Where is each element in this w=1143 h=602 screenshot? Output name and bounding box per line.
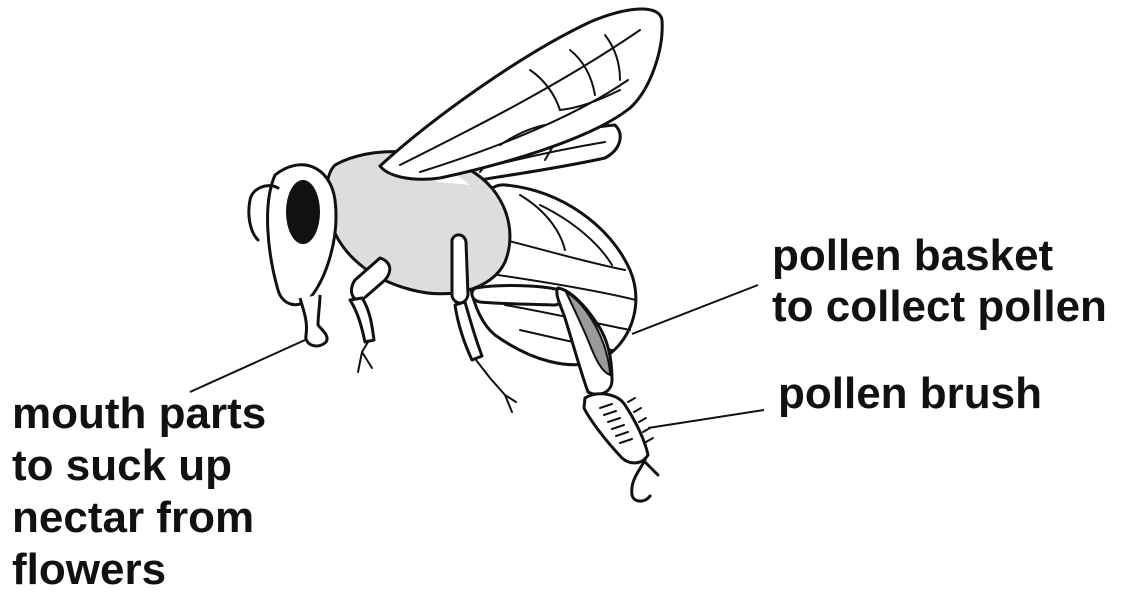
mouth-parts-label: mouth parts to suck up nectar from flowe…: [12, 388, 266, 596]
pollen-brush-label-line-1: pollen brush: [778, 368, 1042, 419]
front-leg: [350, 258, 390, 372]
mouth-parts-label-line-2: to suck up: [12, 440, 266, 492]
mouth-parts-label-line-1: mouth parts: [12, 388, 266, 440]
mouth-parts: [300, 295, 327, 346]
fore-wing: [380, 9, 662, 179]
pollen-brush-leader: [648, 410, 764, 428]
pollen-brush-label: pollen brush: [778, 368, 1042, 419]
compound-eye: [286, 180, 320, 244]
pollen-basket-leader: [632, 285, 758, 334]
head: [268, 165, 336, 305]
mouth-parts-leader: [190, 340, 305, 392]
mouth-parts-label-line-4: flowers: [12, 544, 266, 596]
pollen-basket-label: pollen basket to collect pollen: [772, 230, 1107, 332]
pollen-basket-label-line-1: pollen basket: [772, 230, 1107, 281]
mouth-parts-label-line-3: nectar from: [12, 492, 266, 544]
pollen-basket-label-line-2: to collect pollen: [772, 281, 1107, 332]
